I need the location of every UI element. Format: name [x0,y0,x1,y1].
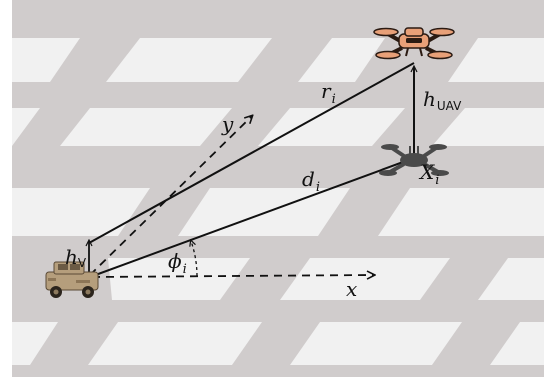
label-di: di [302,167,320,195]
axis-x-label: x [346,277,357,301]
distance-line-ri [88,62,415,244]
armored-vehicle-icon [45,261,99,298]
drone-shadow-icon [379,144,449,176]
label-ri: ri [321,79,336,107]
label-h-uav: hUAV [423,87,462,113]
axis-y-label: y [221,112,234,136]
label-xi: Xi [418,160,439,188]
quadcopter-drone-icon [373,27,455,60]
city-blocks [12,38,544,365]
label-phi: ϕi [168,249,187,277]
x-axis [91,275,374,277]
label-h-v: hV [65,245,87,270]
angle-phi-arc [191,241,198,277]
y-axis [89,116,252,276]
distance-line-di [89,157,415,278]
road-background [12,0,544,377]
